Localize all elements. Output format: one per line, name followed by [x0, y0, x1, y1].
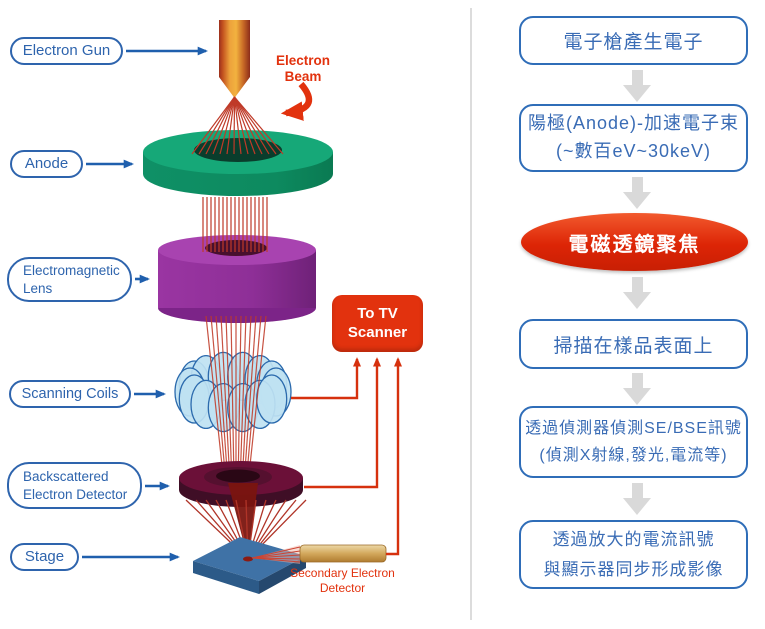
flow-step-6-line1: 透過放大的電流訊號: [552, 529, 715, 549]
label-stage-text: Stage: [24, 548, 65, 566]
flow-step-5-line2: (偵測X射線,發光,電流等): [539, 447, 728, 464]
electron-beam-rays-parallel: [202, 197, 268, 252]
signal-wires: [291, 357, 403, 556]
label-scanning-coils-text: Scanning Coils: [21, 385, 119, 402]
sem-schematic-drawing: [82, 20, 403, 594]
flow-step-1-text: 電子槍產生電子: [563, 32, 704, 53]
flow-step-6-line2: 與顯示器同步形成影像: [543, 559, 724, 579]
electron-beam-line1: Electron: [275, 53, 330, 68]
tv-scanner-line2: Scanner: [347, 323, 408, 341]
flow-arrow-icon: [623, 277, 651, 309]
stage-shape: [193, 537, 306, 594]
flow-arrow-icon: [623, 483, 651, 515]
flow-step-lens-focus: 電磁透鏡聚焦: [521, 213, 748, 271]
flow-step-detect-signal: 透過偵測器偵測SE/BSE訊號 (偵測X射線,發光,電流等): [519, 406, 748, 478]
secondary-detector-annotation: Secondary Electron Detector: [280, 566, 405, 596]
label-electron-gun: Electron Gun: [10, 37, 123, 65]
se-detector-line2: Detector: [319, 581, 366, 595]
flow-step-2-line2: (~數百eV~30keV): [555, 141, 712, 161]
em-lens-shape: [158, 235, 316, 323]
electron-beam-rays-converging: [205, 315, 267, 471]
flow-arrow-icon: [623, 177, 651, 209]
flow-step-3-text: 電磁透鏡聚焦: [568, 233, 701, 256]
flow-arrow-icon: [623, 70, 651, 102]
se-detector-line1: Secondary Electron: [290, 566, 395, 580]
electron-beam-annotation: Electron Beam: [262, 53, 344, 84]
label-em-lens-line2: Lens: [23, 280, 53, 296]
flow-step-2-line1: 陽極(Anode)-加速電子束: [527, 113, 740, 134]
flow-step-form-image: 透過放大的電流訊號 與顯示器同步形成影像: [519, 520, 748, 589]
label-arrows: [82, 46, 209, 562]
label-backscattered-detector: Backscattered Electron Detector: [7, 462, 142, 509]
flow-step-anode: 陽極(Anode)-加速電子束 (~數百eV~30keV): [519, 104, 748, 172]
label-scanning-coils: Scanning Coils: [9, 380, 131, 408]
label-electromagnetic-lens: Electromagnetic Lens: [7, 257, 132, 302]
flow-step-scan-surface: 掃描在樣品表面上: [519, 319, 748, 369]
electron-beam-rays-upper: [191, 96, 284, 155]
label-stage: Stage: [10, 543, 79, 571]
label-electron-gun-text: Electron Gun: [22, 42, 111, 60]
label-em-lens-line1: Electromagnetic: [23, 262, 120, 278]
flow-step-5-line1: 透過偵測器偵測SE/BSE訊號: [525, 419, 742, 437]
tv-scanner-box: To TV Scanner: [332, 295, 423, 352]
electron-gun-shape: [219, 20, 250, 98]
anode-disc: [143, 130, 333, 196]
electron-beam-arrow-icon: [280, 81, 313, 121]
vertical-divider: [470, 8, 472, 620]
electron-beam-line2: Beam: [284, 68, 322, 84]
label-bse-line2: Electron Detector: [23, 486, 128, 502]
flow-arrow-icon: [623, 373, 651, 405]
flow-step-electron-gun: 電子槍產生電子: [519, 16, 748, 65]
flow-step-4-text: 掃描在樣品表面上: [553, 335, 714, 357]
tv-scanner-line1: To TV: [357, 304, 398, 322]
label-anode: Anode: [10, 150, 83, 178]
label-anode-text: Anode: [24, 155, 69, 173]
label-bse-line1: Backscattered: [23, 468, 109, 484]
